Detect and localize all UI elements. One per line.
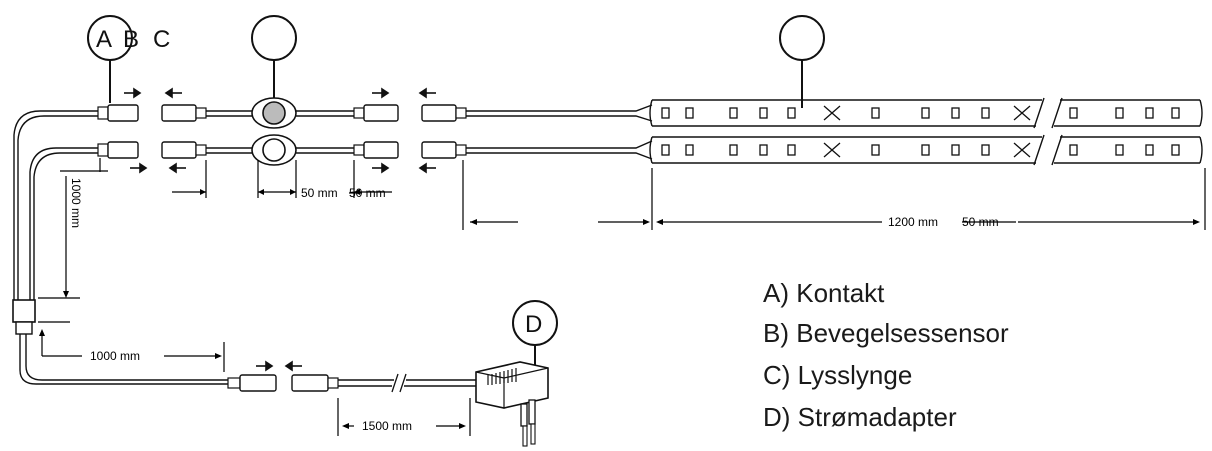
arrow-left-icon <box>168 162 186 174</box>
callout-b-label: B <box>123 26 139 53</box>
callout-a-label: A <box>96 26 112 53</box>
callout-c-label: C <box>153 26 170 53</box>
dim-sensor-gap-left: 50 mm <box>301 186 338 200</box>
dimension-vertical-lead: 1000 mm <box>38 158 108 299</box>
callout-sensor <box>251 15 297 105</box>
callout-strip <box>779 15 825 108</box>
plug-pin <box>520 403 528 427</box>
legend-item-contact: A) Kontakt <box>763 278 885 308</box>
dim-horizontal-lead: 1000 mm <box>90 349 140 363</box>
legend-item-power-adapter: D) Strømadapter <box>763 402 957 432</box>
arrow-right-icon <box>130 162 148 174</box>
dimension-horizontal-lead: 1000 mm <box>38 321 225 372</box>
arrow-right-icon <box>256 360 274 372</box>
arrow-left-icon <box>418 87 436 99</box>
dim-adapter-lead: 1500 mm <box>362 419 412 433</box>
trunk-cables <box>12 110 228 385</box>
arrow-left-icon <box>164 87 182 99</box>
arrow-left-icon <box>418 162 436 174</box>
dimension-adapter-lead: 1500 mm <box>337 398 471 436</box>
callout-d-label: D <box>525 311 542 338</box>
arrow-left-icon <box>284 360 302 372</box>
led-strip-1 <box>649 97 1203 129</box>
dim-sensor-gap-right: 50 mm <box>349 186 386 200</box>
arrow-right-icon <box>124 87 142 99</box>
legend: A) Kontakt B) Bevegelsessensor C) Lyssly… <box>763 278 1009 432</box>
arrow-right-icon <box>372 87 390 99</box>
legend-item-motion-sensor: B) Bevegelsessensor <box>763 318 1009 348</box>
adapter-assembly <box>227 361 549 447</box>
dim-vertical-lead: 1000 mm <box>69 178 83 228</box>
dimension-strip-length: 1200 mm 50 mm <box>462 160 1206 230</box>
dimension-sensor-gap: 50 mm 50 mm <box>172 160 392 200</box>
connector-row-2 <box>97 134 653 166</box>
callout-adapter: D <box>512 300 558 372</box>
dim-strip-length: 1200 mm <box>888 215 938 229</box>
callout-abc: A B C <box>87 15 170 103</box>
connector-row-1 <box>97 97 653 129</box>
power-adapter <box>475 361 549 409</box>
junction-block <box>12 299 36 323</box>
led-strip-2 <box>649 134 1203 166</box>
connection-arrows <box>124 87 436 372</box>
legend-item-light-strip: C) Lysslynge <box>763 360 912 390</box>
arrow-right-icon <box>372 162 390 174</box>
